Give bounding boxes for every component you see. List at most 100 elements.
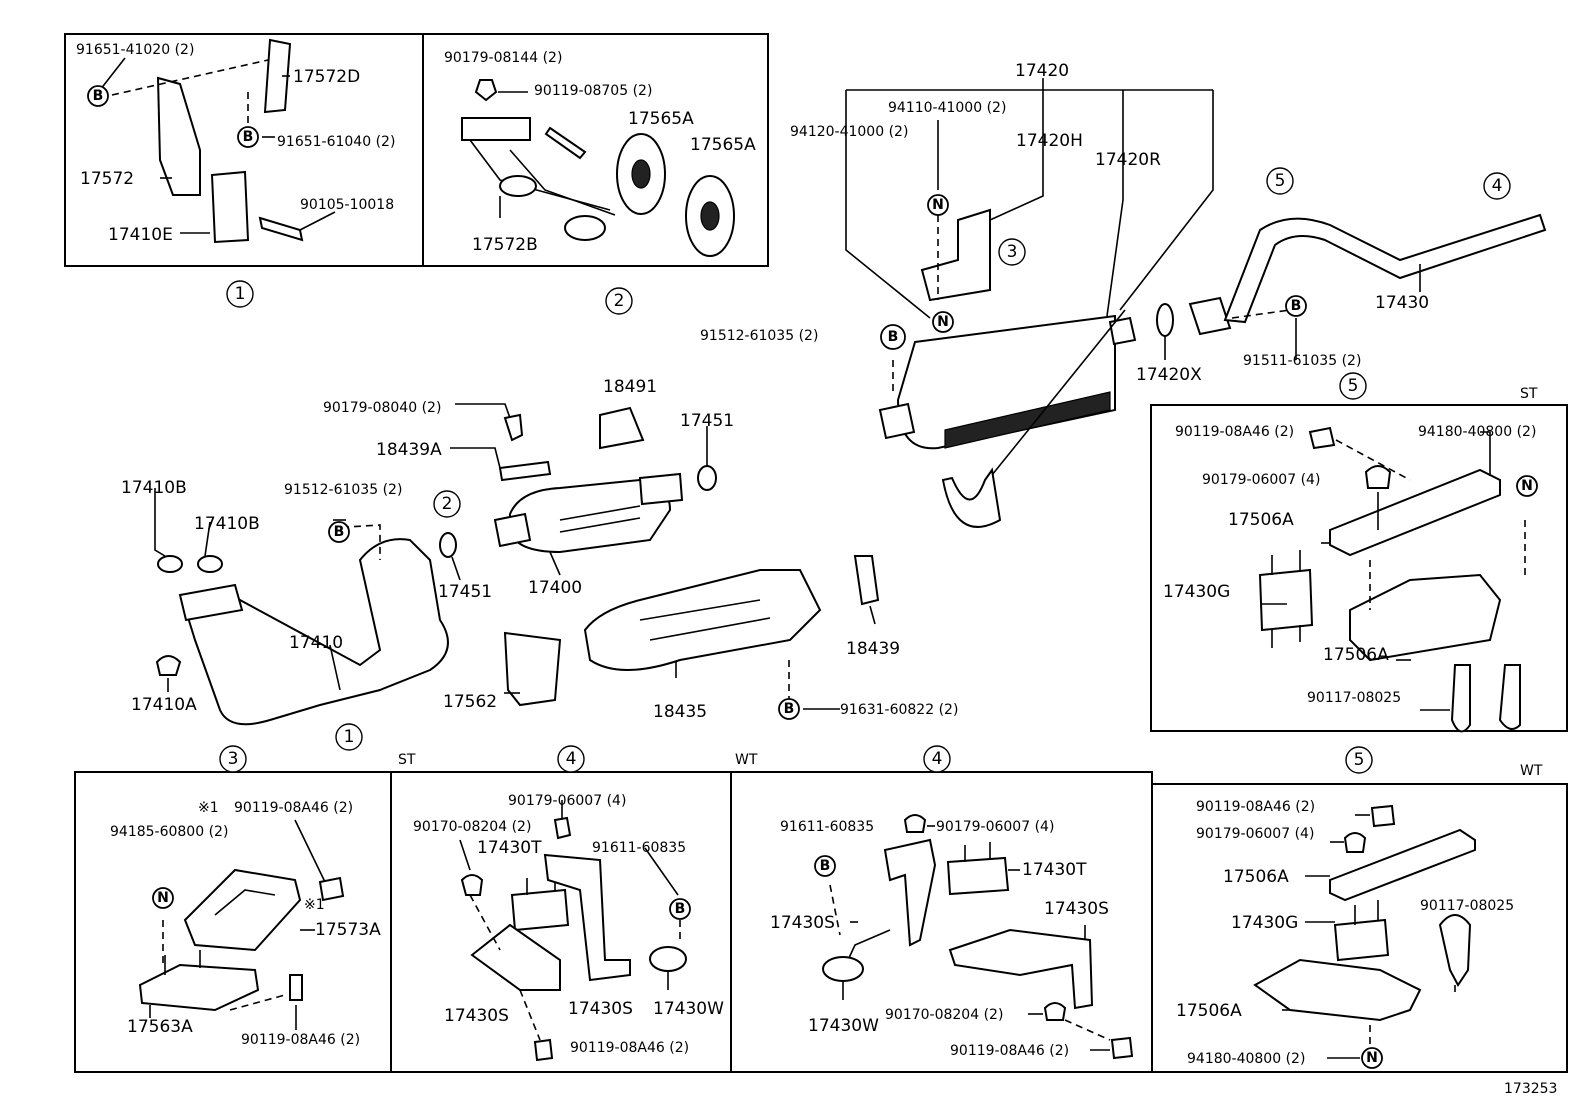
nut-90179-06007 (903, 814, 927, 833)
label-17430T: 17430T (1022, 860, 1087, 880)
box-2-frame (422, 33, 769, 267)
hanger-17420H (920, 208, 991, 302)
label-17410B-2: 17410B (194, 514, 260, 534)
svg-text:B: B (784, 701, 795, 717)
label-90119-08A46: 90119-08A46 (2) (1175, 424, 1294, 440)
mount-17430T (946, 856, 1010, 896)
bolt-90119-08705 (544, 126, 587, 160)
svg-text:3: 3 (1007, 242, 1018, 262)
label-17430W: 17430W (653, 999, 724, 1019)
marker-4: 4 (557, 745, 585, 773)
marker-1: 1 (335, 723, 363, 751)
box-1-parts: B B 91651-41020 (2) 17572D 91651-61040 (… (76, 38, 395, 245)
badge-b: B (814, 855, 836, 877)
svg-text:B: B (93, 88, 104, 104)
badge-b: B (237, 126, 259, 148)
label-17506A-1: 17506A (1228, 510, 1294, 530)
label-17565A-2: 17565A (690, 135, 756, 155)
mount-17430T (510, 888, 570, 932)
badge-b: B (778, 698, 800, 720)
marker-4: 4 (923, 745, 951, 773)
gasket-17451-b (439, 532, 457, 558)
label-17563A: 17563A (127, 1017, 193, 1037)
label-91651-41020: 91651-41020 (2) (76, 42, 194, 58)
bracket-17430S-2 (948, 928, 1094, 1010)
bolt-90119-08A46 (533, 1038, 554, 1062)
bolt-90119-08A46-bottom (289, 974, 303, 1001)
svg-text:N: N (932, 197, 944, 213)
label-17430G: 17430G (1163, 582, 1230, 602)
svg-text:4: 4 (1492, 176, 1503, 196)
tag-wt: WT (735, 752, 758, 768)
gasket-17451-a (697, 465, 717, 491)
label-90119-08705: 90119-08705 (2) (534, 83, 652, 99)
label-17506A-1: 17506A (1223, 867, 1289, 887)
gasket-17410B-1 (157, 555, 183, 573)
label-17506A-2: 17506A (1176, 1001, 1242, 1021)
svg-text:5: 5 (1354, 750, 1365, 770)
label-17420R: 17420R (1095, 150, 1161, 170)
label-18435: 18435 (653, 702, 707, 722)
label-17451-b: 17451 (438, 582, 492, 602)
label-90179-06007: 90179-06007 (4) (1196, 826, 1314, 842)
marker-3: 3 (998, 238, 1026, 266)
u-bolt-90117-08025 (1438, 914, 1472, 987)
label-90179-06007: 90179-06007 (4) (936, 819, 1054, 835)
outlet-flange (1108, 316, 1137, 346)
badge-b: B (669, 898, 691, 920)
label-17572D: 17572D (293, 67, 360, 87)
label-18439A: 18439A (376, 440, 442, 460)
mount-17430G (1333, 918, 1390, 962)
box-4-wt-parts: B 91611-60835 90179-06007 (4) 17430T 174… (770, 814, 1134, 1060)
clamp-17420R (941, 467, 1002, 528)
svg-text:5: 5 (1275, 171, 1286, 191)
nut-90179-06007 (1343, 832, 1367, 853)
label-94120-41000: 94120-41000 (2) (790, 124, 908, 140)
label-94110-41000: 94110-41000 (2) (888, 100, 1006, 116)
badge-n: N (152, 887, 174, 909)
label-17572: 17572 (80, 169, 134, 189)
marker-4: 4 (1483, 172, 1511, 200)
label-17430G: 17430G (1231, 913, 1298, 933)
badge-n: N (932, 311, 954, 333)
label-17430W: 17430W (808, 1016, 879, 1036)
bracket-17562 (503, 631, 562, 707)
svg-text:N: N (1366, 1050, 1378, 1066)
svg-text:3: 3 (228, 749, 239, 769)
label-17410: 17410 (289, 633, 343, 653)
label-91631-60822: 91631-60822 (2) (840, 702, 958, 718)
bracket-17506A-2 (1253, 958, 1422, 1022)
marker-2: 2 (433, 490, 461, 518)
marker-5: 5 (1339, 372, 1367, 400)
label-17410E: 17410E (108, 225, 173, 245)
insulator-18439A (498, 460, 552, 482)
badge-b: B (87, 85, 109, 107)
bracket-17573A (183, 868, 302, 952)
label-90119-08A46: 90119-08A46 (2) (1196, 799, 1315, 815)
tailpipe-17430 (1223, 213, 1547, 324)
label-17420H: 17420H (1016, 131, 1083, 151)
label-17562: 17562 (443, 692, 497, 712)
label-90170-08204: 90170-08204 (2) (885, 1007, 1003, 1023)
tag-wt: WT (1520, 763, 1543, 779)
svg-text:1: 1 (344, 727, 355, 747)
label-90179-06007: 90179-06007 (4) (1202, 472, 1320, 488)
label-90170-08204: 90170-08204 (2) (413, 819, 531, 835)
label-90179-08144: 90179-08144 (2) (444, 50, 562, 66)
svg-text:4: 4 (566, 749, 577, 769)
label-90119-08A46: 90119-08A46 (2) (950, 1043, 1069, 1059)
svg-text:1: 1 (235, 284, 246, 304)
label-90179-08040: 90179-08040 (2) (323, 400, 441, 416)
svg-text:N: N (1521, 478, 1533, 494)
badge-n: N (927, 194, 949, 216)
label-17430S-2: 17430S (568, 999, 633, 1019)
label-17573A: 17573A (315, 920, 381, 940)
bolt-90119-08A46 (1308, 426, 1336, 450)
label-17565A-1: 17565A (628, 109, 694, 129)
label-17430T: 17430T (477, 838, 542, 858)
label-17451-a: 17451 (680, 411, 734, 431)
nut-90179-08040 (503, 413, 524, 442)
marker-1: 1 (226, 280, 254, 308)
svg-text:N: N (937, 314, 949, 330)
